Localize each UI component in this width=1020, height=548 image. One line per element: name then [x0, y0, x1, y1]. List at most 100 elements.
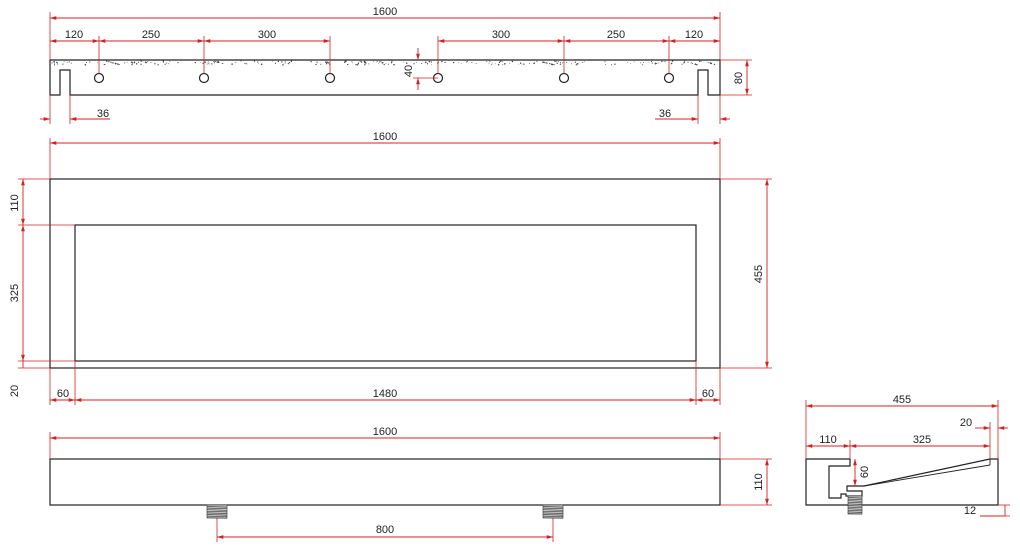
speckle: [168, 63, 170, 65]
speckle: [543, 61, 545, 64]
speckle: [557, 61, 559, 63]
speckle: [576, 63, 579, 65]
speckle: [133, 61, 136, 64]
speckle: [202, 62, 204, 64]
speckle: [169, 60, 171, 62]
speckle: [536, 60, 538, 62]
speckle: [556, 62, 558, 64]
drain-thread: [847, 500, 863, 502]
speckle: [131, 61, 133, 63]
speckle: [53, 64, 56, 66]
speckle: [698, 60, 701, 63]
speckle: [140, 63, 142, 65]
faucet-hole: [663, 72, 675, 84]
speckle: [344, 60, 346, 63]
speckle: [690, 62, 692, 64]
drain-thread: [847, 508, 863, 510]
speckle: [140, 60, 142, 62]
dim-side-right: 60: [702, 388, 714, 400]
speckle: [475, 63, 477, 65]
speckle: [177, 62, 179, 64]
speckle: [491, 62, 493, 64]
faucet-hole: [324, 72, 336, 84]
dim-back-rim: 110: [9, 194, 21, 212]
speckle: [383, 63, 385, 66]
speckle: [154, 63, 156, 65]
drain-thread: [542, 510, 564, 513]
speckle: [133, 61, 135, 62]
speckle: [316, 61, 318, 63]
speckle: [200, 62, 202, 63]
drain-thread: [542, 515, 564, 518]
speckle: [325, 63, 328, 65]
drain-right: [542, 504, 564, 519]
speckle: [426, 63, 429, 65]
speckle: [670, 62, 673, 65]
dim-hole-right-2: 250: [607, 29, 625, 41]
speckle: [194, 61, 196, 64]
speckle: [534, 61, 536, 63]
speckle: [663, 60, 665, 62]
speckle: [555, 60, 557, 62]
speckle: [582, 61, 584, 63]
speckle: [559, 63, 562, 65]
speckle: [696, 64, 698, 66]
speckle: [577, 63, 579, 65]
faucet-hole: [93, 72, 105, 84]
speckle: [281, 61, 283, 63]
faucet-hole: [198, 72, 210, 84]
speckle: [118, 64, 120, 65]
speckle: [614, 63, 616, 65]
speckle: [351, 62, 353, 64]
speckle: [53, 61, 56, 63]
speckle: [503, 63, 506, 65]
speckle: [111, 62, 112, 63]
section-view: 455 20 110 325 60 12: [805, 394, 1010, 517]
speckle: [519, 62, 522, 64]
plan-outline: [49, 178, 721, 369]
speckle: [545, 62, 547, 64]
speckle: [208, 63, 210, 65]
speckle: [150, 61, 152, 63]
drain-thread: [847, 503, 863, 505]
speckle: [57, 63, 59, 65]
speckle: [664, 61, 666, 63]
front-view: 1600 110 800: [49, 426, 772, 542]
speckle: [657, 62, 659, 64]
speckle: [604, 61, 606, 63]
dim-hole-right-3: 120: [685, 29, 703, 41]
speckle: [108, 61, 110, 63]
speckle: [209, 63, 211, 65]
speckle: [387, 63, 389, 65]
speckle: [357, 62, 360, 64]
speckle: [84, 64, 87, 66]
speckle: [287, 62, 289, 65]
speckle: [562, 62, 564, 64]
speckle: [111, 62, 113, 64]
speckle: [347, 63, 349, 66]
drain-thread: [206, 510, 228, 513]
speckle: [560, 61, 562, 63]
dim-side-left: 60: [57, 388, 69, 400]
speckle: [290, 60, 293, 63]
speckle: [89, 61, 91, 63]
drain-left: [206, 504, 228, 519]
drain-thread: [542, 506, 564, 508]
speckle: [425, 61, 427, 63]
speckle: [376, 60, 378, 62]
speckle: [671, 60, 674, 62]
drain-body: [847, 495, 863, 515]
speckle: [611, 64, 613, 66]
speckle: [162, 61, 165, 63]
dim-hole-left-3: 300: [258, 29, 276, 41]
speckle: [214, 61, 216, 62]
drain-thread: [542, 507, 564, 510]
speckle: [640, 62, 642, 64]
speckle: [413, 63, 415, 65]
speckle: [566, 61, 568, 63]
speckle: [643, 61, 645, 63]
speckle: [63, 61, 65, 63]
speckle: [112, 62, 114, 64]
speckle: [67, 61, 69, 63]
drain-thread: [847, 511, 863, 513]
